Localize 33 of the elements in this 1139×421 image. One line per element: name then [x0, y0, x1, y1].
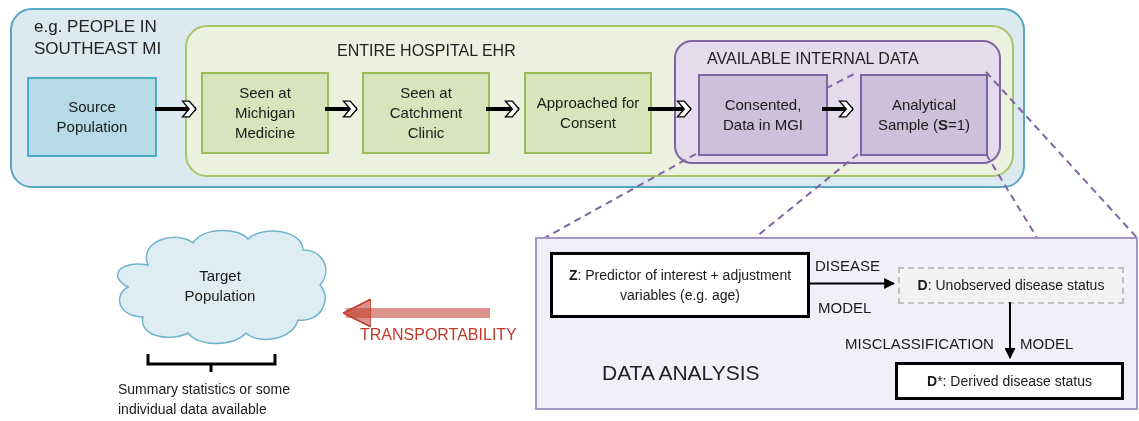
node-text: Seen at Catchment Clinic [388, 83, 464, 143]
node-text: Analytical Sample (S=1) [876, 95, 972, 135]
zoom-panel [535, 237, 1138, 410]
process-box [698, 74, 828, 156]
node-text: Seen at Michigan Medicine [234, 83, 296, 143]
node-text: Source Population [55, 97, 129, 137]
process-box [860, 74, 988, 156]
variable-box [898, 267, 1124, 304]
node-caption: Summary statistics or some individual data available [118, 380, 291, 419]
edge-label: TRANSPORTABILITY [360, 325, 517, 345]
arrow [807, 278, 896, 289]
node-text: D*: Derived disease status [927, 371, 1092, 391]
variable-box [895, 362, 1124, 400]
process-box [362, 72, 490, 154]
group-title: ENTIRE HOSPITAL EHR [337, 41, 516, 61]
edge-annotation: MISCLASSIFICATION [845, 334, 994, 354]
edge-annotation: MODEL [1020, 334, 1074, 354]
group-title: DATA ANALYSIS [602, 360, 760, 386]
node-text: Approached for Consent [535, 93, 641, 133]
arrow [1004, 301, 1016, 360]
process-box [27, 77, 157, 157]
process-box [201, 72, 329, 154]
variable-box [550, 252, 810, 318]
process-box [524, 72, 652, 154]
node-text: Z: Predictor of interest + adjustment variables (e.g. age) [567, 266, 793, 305]
node-text: D: Unobserved disease status [917, 276, 1105, 295]
edge-annotation: DISEASE [815, 256, 881, 276]
group-title: AVAILABLE INTERNAL DATA [707, 49, 919, 69]
node-text: Target Population [183, 266, 257, 306]
node-text: Consented, Data in MGI [722, 95, 804, 135]
edge-annotation: MODEL [818, 298, 872, 318]
group-title: e.g. PEOPLE IN SOUTHEAST MI [34, 16, 163, 60]
block-arrow [342, 298, 490, 328]
